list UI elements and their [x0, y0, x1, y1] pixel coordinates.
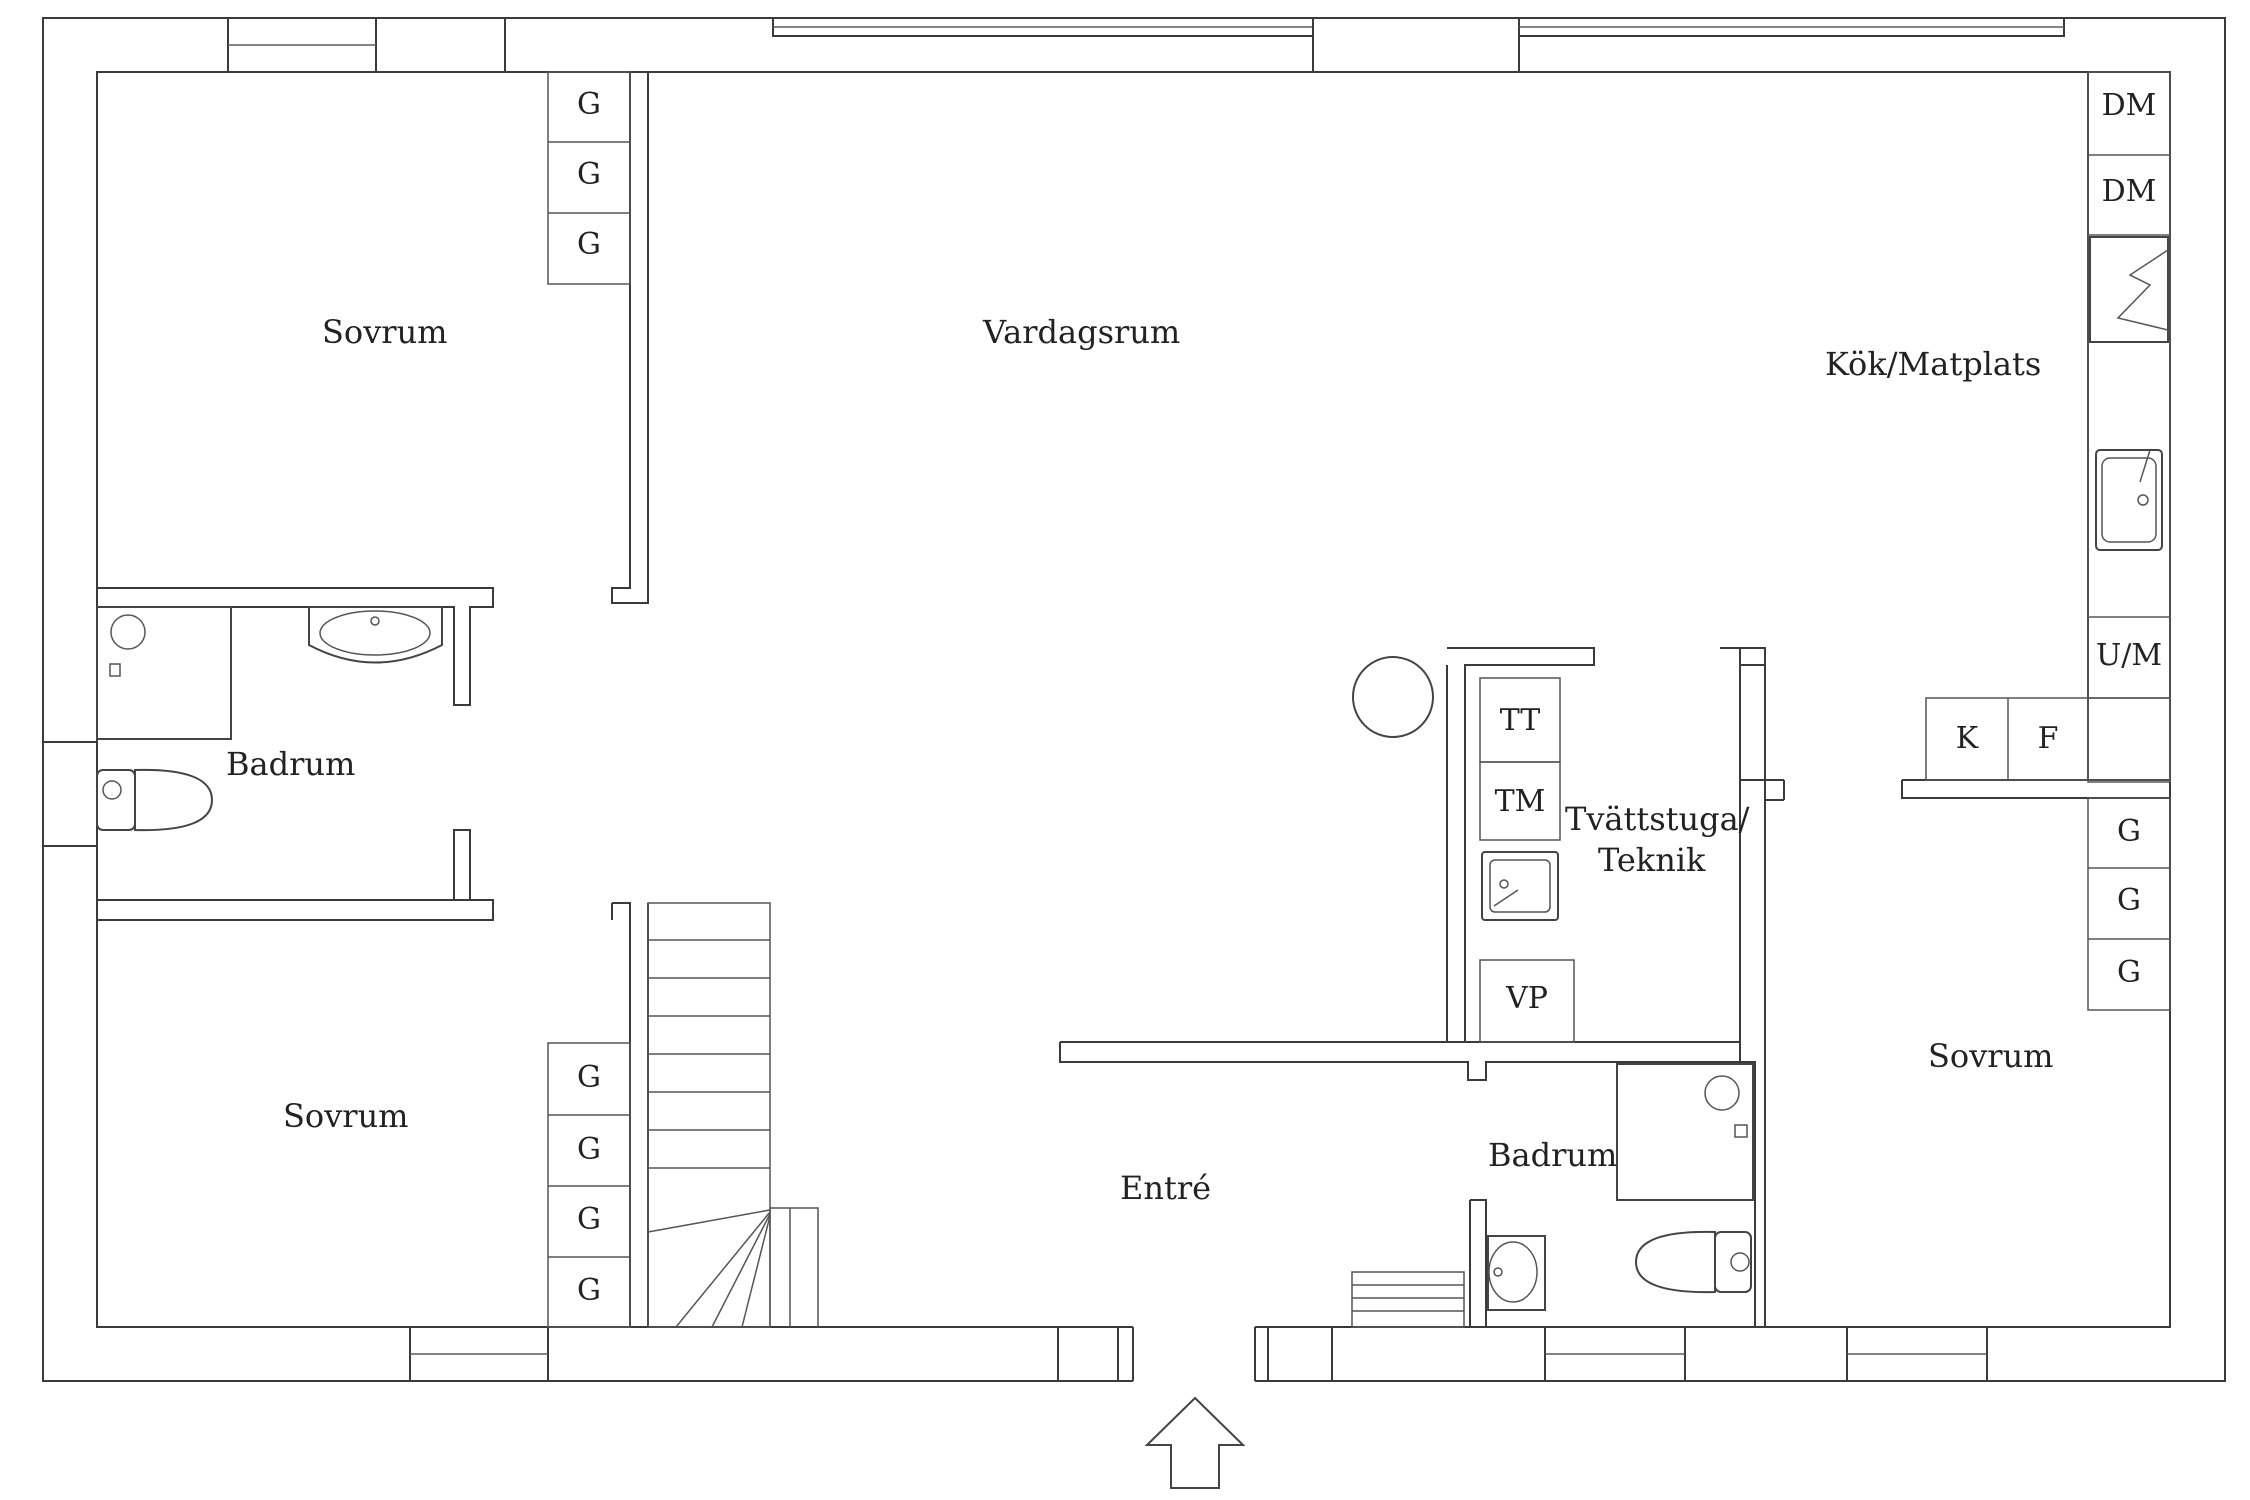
- room-label-sovrum: Sovrum: [283, 1097, 409, 1135]
- fridge-label: K: [1956, 721, 1979, 756]
- kitchen-sink-icon: [2095, 449, 2163, 551]
- washer-label: TM: [1495, 784, 1546, 819]
- heatpump-label: VP: [1505, 981, 1548, 1016]
- dryer-label: TT: [1500, 703, 1541, 738]
- up-arrow-icon: [1144, 1396, 1246, 1489]
- center-bathroom-fixtures: [1487, 1063, 1754, 1311]
- wardrobe-label: G: [2117, 814, 2141, 849]
- room-label-entre: Entré: [1120, 1169, 1211, 1207]
- round-table: [1352, 656, 1434, 738]
- wardrobes-top-left: G G G: [547, 71, 631, 285]
- left-window: [42, 741, 98, 847]
- room-label-sovrum: Sovrum: [322, 313, 448, 351]
- dishwasher-label: DM: [2102, 174, 2157, 209]
- wardrobe-label: G: [577, 227, 601, 262]
- kitchen-counter: DM DM U/M K F: [1925, 71, 2171, 783]
- wardrobe-label: G: [577, 1060, 601, 1095]
- room-label-badrum: Badrum: [1488, 1136, 1617, 1174]
- wardrobe-label: G: [577, 1132, 601, 1167]
- wardrobe-label: G: [577, 1202, 601, 1237]
- left-bathroom-fixtures: [96, 606, 443, 832]
- room-label-badrum: Badrum: [226, 745, 355, 783]
- wardrobes-right: G G G: [2087, 797, 2171, 1011]
- room-label-sovrum: Sovrum: [1928, 1037, 2054, 1075]
- shower-icon: [1616, 1063, 1754, 1201]
- wardrobe-label: G: [577, 157, 601, 192]
- wardrobe-label: G: [2117, 883, 2141, 918]
- room-label-teknik: Teknik: [1598, 841, 1706, 879]
- bottom-windows: [409, 1326, 1988, 1382]
- wardrobe-label: G: [577, 87, 601, 122]
- washbasin-icon: [1487, 1235, 1546, 1311]
- stove-icon: [2089, 236, 2169, 343]
- oven-label: U/M: [2096, 638, 2162, 673]
- room-label-vardagsrum: Vardagsrum: [982, 313, 1180, 351]
- room-label-tvattstuga: Tvättstuga/: [1565, 800, 1750, 838]
- room-label-kok: Kök/Matplats: [1825, 345, 2041, 383]
- utility-sink-icon: [1481, 851, 1559, 921]
- laundry-equipment: TT TM VP: [1479, 677, 1575, 1043]
- washbasin-icon: [308, 606, 443, 664]
- dishwasher-label: DM: [2102, 88, 2157, 123]
- wardrobes-bottom-left: G G G G: [547, 1042, 631, 1328]
- toilet-icon: [1634, 1230, 1752, 1294]
- entrance-door[interactable]: [1133, 1325, 1255, 1383]
- wardrobe-label: G: [577, 1273, 601, 1308]
- wardrobe-label: G: [2117, 955, 2141, 990]
- shower-icon: [96, 606, 232, 740]
- top-windows: [227, 17, 2065, 73]
- staircase: [647, 902, 819, 1328]
- entrance-mat: [1351, 1271, 1465, 1328]
- freezer-label: F: [2038, 721, 2059, 756]
- toilet-icon: [96, 768, 214, 832]
- room-labels: Sovrum Vardagsrum Kök/Matplats Badrum So…: [226, 313, 2054, 1207]
